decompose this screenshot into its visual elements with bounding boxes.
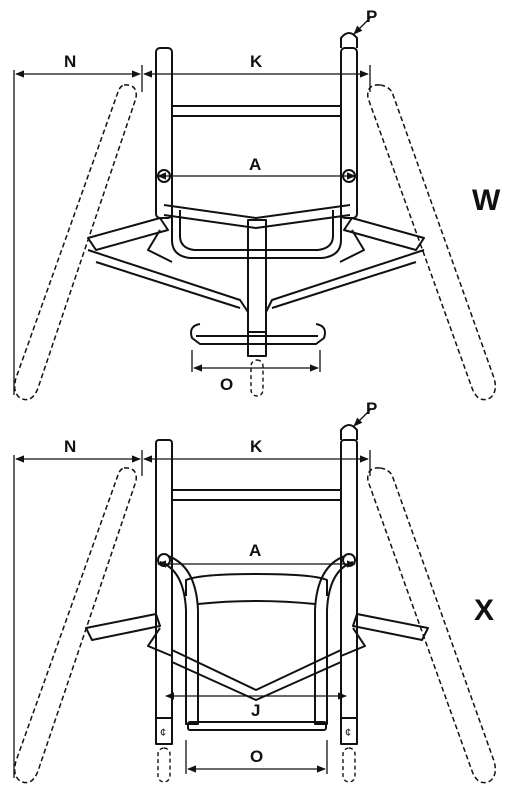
view-w	[13, 32, 497, 401]
label-a-x: A	[249, 541, 261, 560]
label-n-x: N	[64, 437, 76, 456]
label-k-w: K	[250, 52, 263, 71]
right-push-handle	[340, 439, 358, 721]
view-x-dimensions	[13, 409, 371, 778]
seat-sling	[171, 205, 342, 259]
right-wheel-outline	[367, 84, 497, 401]
label-p-x: P	[366, 399, 377, 418]
front-caster-outline	[250, 359, 264, 397]
left-caster-housing	[155, 717, 173, 745]
view-x	[13, 424, 497, 784]
label-n-w: N	[64, 52, 76, 71]
left-wheel-outline	[13, 467, 137, 784]
chevron-frame	[163, 204, 351, 229]
variant-label-w: W	[472, 184, 501, 217]
right-strut	[343, 217, 425, 251]
left-strut	[87, 217, 169, 251]
seat-sling	[185, 573, 328, 596]
label-p-w: P	[366, 7, 377, 26]
right-armrest-tube	[314, 555, 354, 725]
label-k-x: K	[250, 437, 263, 456]
backrest-crossbar	[171, 105, 342, 117]
left-armrest-tube	[159, 555, 199, 725]
handle-grip-cap	[340, 32, 358, 48]
left-push-handle	[155, 439, 173, 721]
backrest-crossbar	[171, 489, 342, 501]
lower-frame	[87, 249, 425, 313]
right-push-handle	[340, 47, 358, 219]
footplate	[187, 721, 327, 731]
right-caster-outline	[342, 747, 356, 783]
left-strut	[85, 613, 161, 641]
centerline-symbol-right: ¢	[345, 727, 351, 739]
centerline-symbol-left: ¢	[160, 727, 166, 739]
label-j-x: J	[251, 701, 260, 720]
left-push-handle	[155, 47, 173, 219]
label-o-w: O	[220, 375, 233, 394]
lower-frame	[171, 649, 342, 701]
right-strut	[352, 613, 429, 641]
footrest-bar	[190, 323, 326, 345]
label-a-w: A	[249, 155, 261, 174]
variant-label-x: X	[474, 594, 494, 627]
view-w-dimensions	[13, 17, 371, 395]
label-o-x: O	[250, 747, 263, 766]
center-post	[247, 219, 267, 345]
right-wheel-outline	[367, 467, 497, 784]
right-caster-housing	[340, 717, 358, 745]
left-wheel-outline	[13, 84, 137, 401]
left-caster-outline	[157, 747, 171, 783]
handle-grip-cap	[340, 424, 358, 440]
